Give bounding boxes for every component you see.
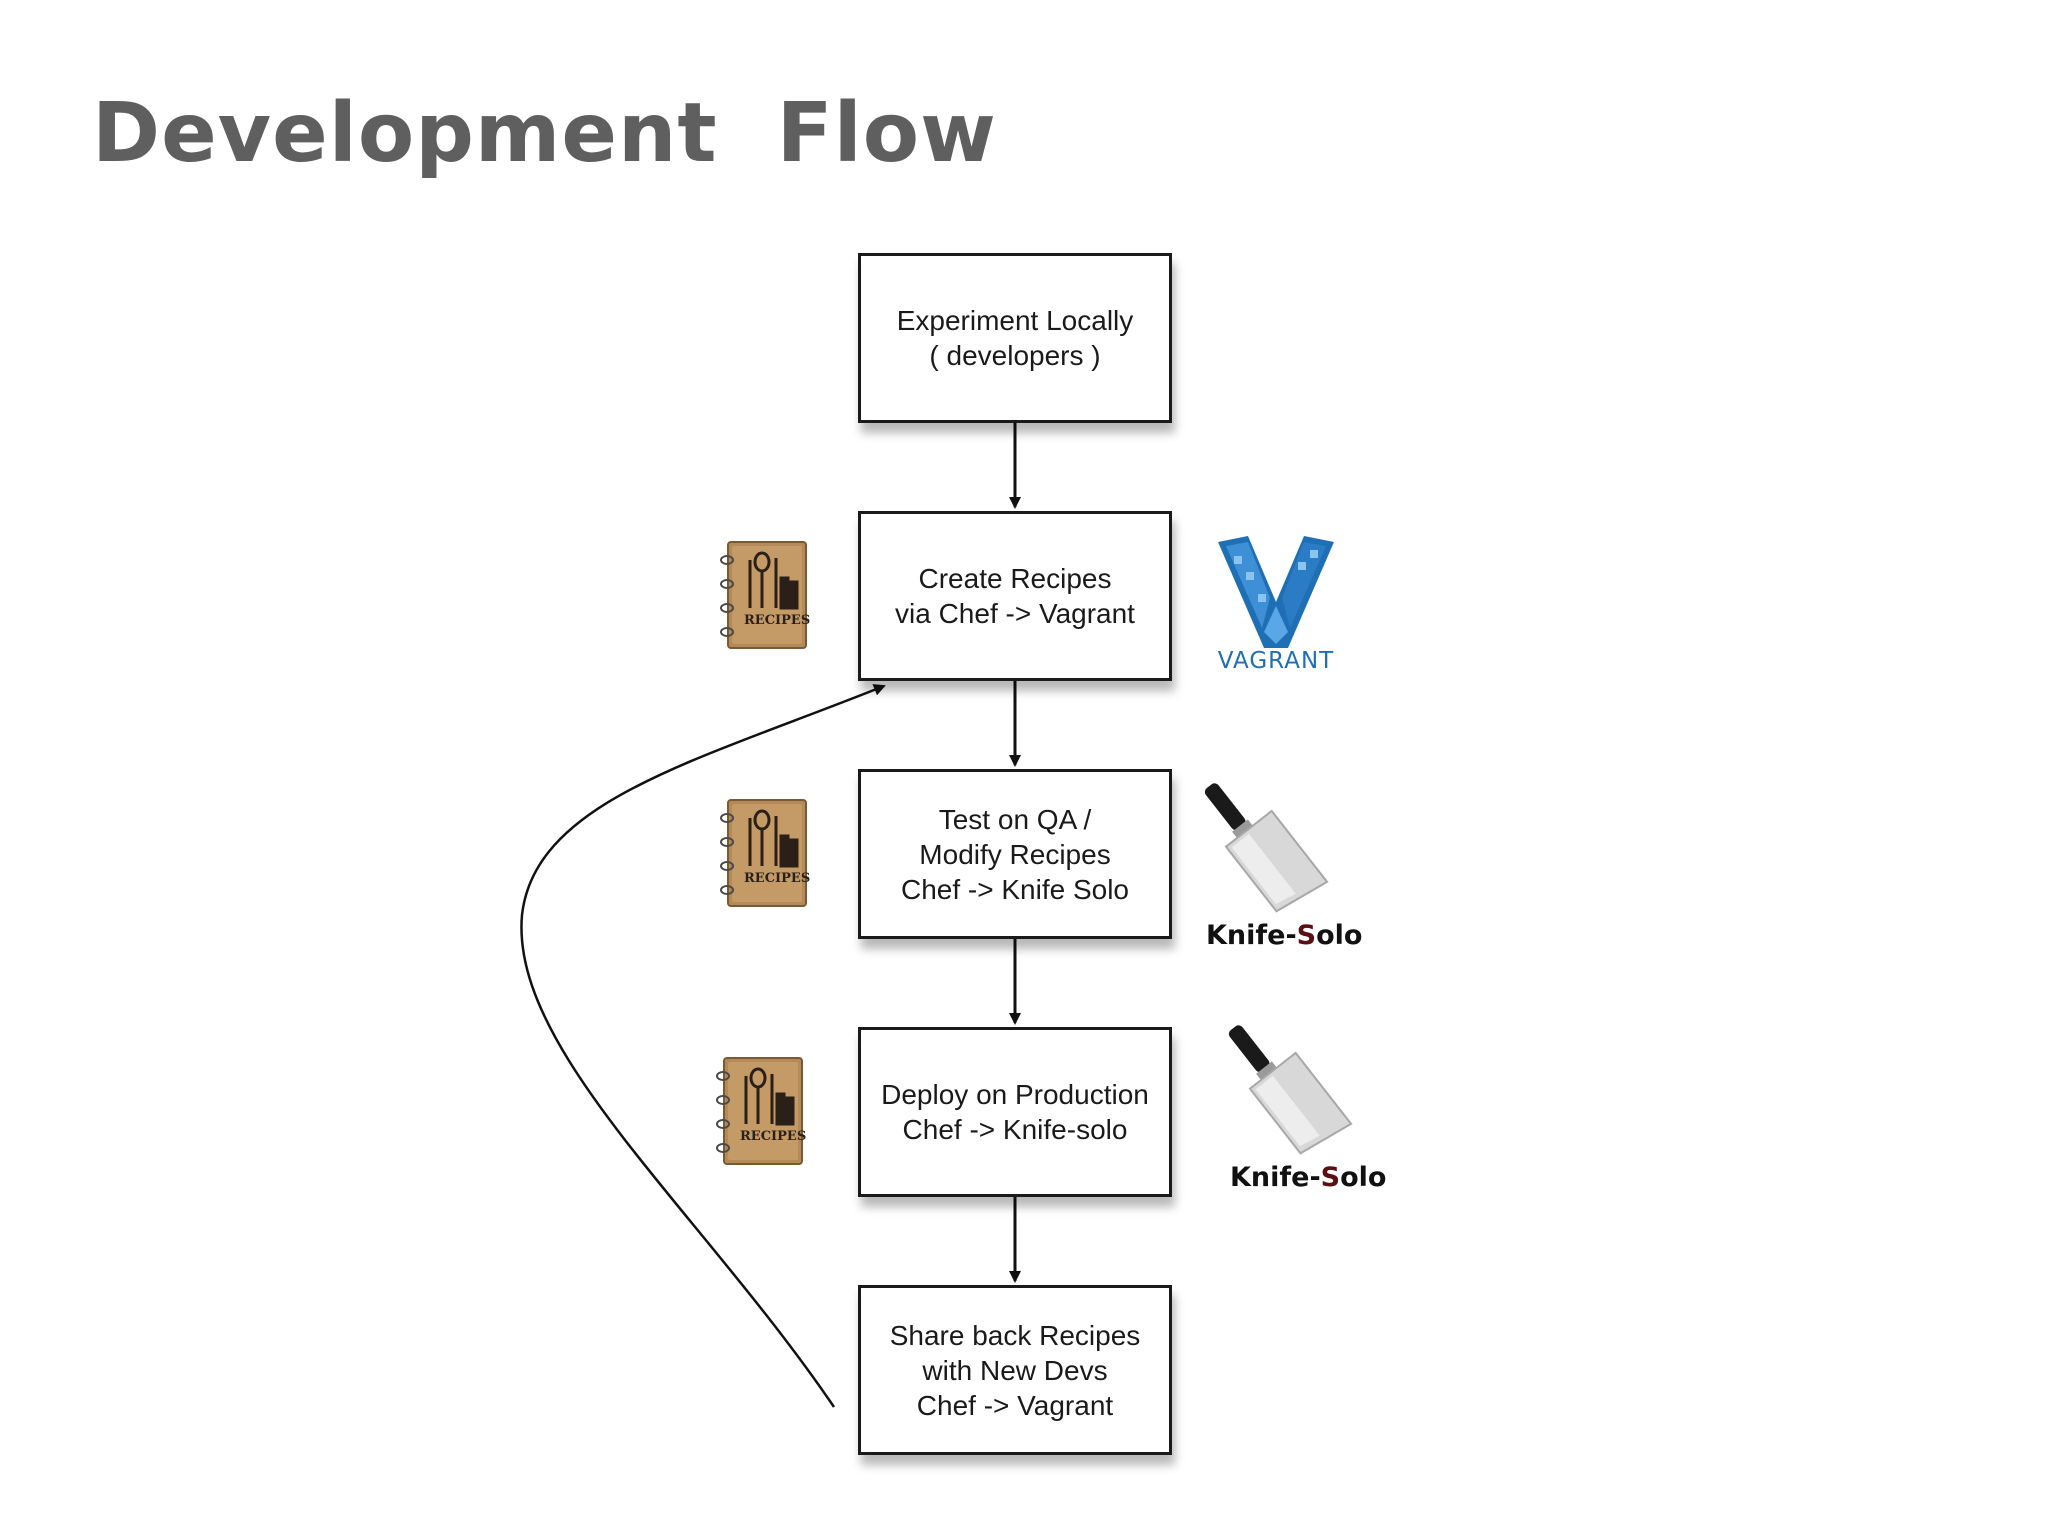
- knife-solo-label: Knife-Solo: [1206, 920, 1363, 951]
- knife-solo-label: Knife-Solo: [1230, 1162, 1387, 1193]
- recipe-book-icon: RECIPES: [714, 1054, 806, 1175]
- step-test-on-qa: Test on QA / Modify Recipes Chef -> Knif…: [858, 769, 1172, 939]
- svg-text:RECIPES: RECIPES: [740, 1129, 806, 1144]
- knife-solo-icon: [1200, 768, 1350, 923]
- knife-solo-icon: [1224, 1010, 1374, 1165]
- step-create-recipes: Create Recipes via Chef -> Vagrant: [858, 511, 1172, 681]
- recipe-book-icon: RECIPES: [718, 538, 810, 659]
- step-text: Deploy on Production Chef -> Knife-solo: [881, 1079, 1149, 1145]
- vagrant-logo-icon: [1214, 532, 1338, 655]
- svg-text:RECIPES: RECIPES: [744, 613, 810, 628]
- step-text: Experiment Locally ( developers ): [896, 305, 1134, 371]
- vagrant-logo-text: VAGRANT: [1217, 648, 1335, 674]
- slide-title: Development Flow: [92, 86, 997, 181]
- step-text: Create Recipes via Chef -> Vagrant: [895, 563, 1135, 629]
- feedback-loop-arrow: [520, 684, 886, 1408]
- svg-text:RECIPES: RECIPES: [744, 871, 810, 886]
- step-text: Test on QA / Modify Recipes Chef -> Knif…: [900, 803, 1130, 905]
- step-text: Share back Recipes with New Devs Chef ->…: [889, 1319, 1141, 1421]
- recipe-book-icon: RECIPES: [718, 796, 810, 917]
- step-deploy-production: Deploy on Production Chef -> Knife-solo: [858, 1027, 1172, 1197]
- step-share-back-recipes: Share back Recipes with New Devs Chef ->…: [858, 1285, 1172, 1455]
- step-experiment-locally: Experiment Locally ( developers ): [858, 253, 1172, 423]
